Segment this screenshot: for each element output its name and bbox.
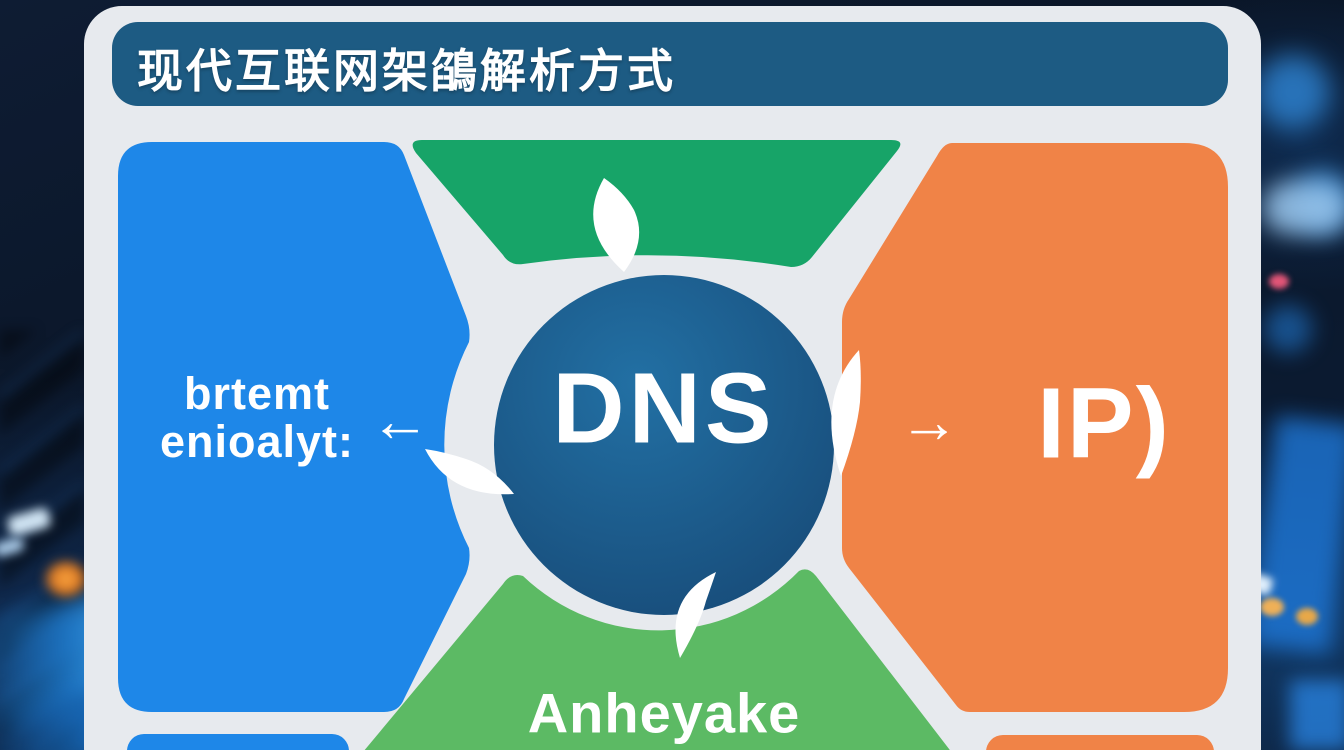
bokeh-circle [1264, 305, 1312, 353]
title-bar [112, 22, 1228, 106]
left-label-line2: enioalyt: [159, 415, 355, 467]
circuit-board-glow-2 [1290, 680, 1344, 750]
dns-center-circle [494, 275, 834, 615]
rotation-arrow-top-icon [593, 178, 640, 272]
left-arrow-icon: ← [370, 387, 430, 454]
bottom-strip-blue [127, 734, 349, 750]
gold-pad-dot [1296, 608, 1318, 625]
rotation-arrow-left-icon [425, 449, 514, 495]
left-panel-label: brtemt enioalyt: [132, 370, 382, 465]
orange-backlit-key-glow [42, 558, 90, 600]
panel-bottom-green [364, 569, 950, 750]
bokeh-circle [1256, 55, 1330, 129]
gold-pad-dot [1260, 598, 1284, 616]
light-streak-right [1262, 182, 1344, 234]
pink-led-dot [1269, 274, 1289, 289]
center-circle-label: DNS [552, 352, 776, 465]
left-label-line1: brtemt [183, 368, 330, 419]
panel-right-orange [842, 143, 1228, 712]
right-arrow-icon: → [899, 388, 959, 455]
page-title: 现代互联网架鵮解析方式 [137, 45, 676, 97]
right-panel-label: IP) [1037, 367, 1171, 480]
rotation-arrow-bottom-icon [675, 572, 716, 658]
rotation-arrow-right-icon [831, 350, 861, 476]
bottom-panel-label: Anheyake [527, 681, 801, 745]
panel-top-green [412, 140, 901, 267]
panel-left-blue [118, 142, 470, 712]
bottom-strip-orange [986, 735, 1214, 750]
